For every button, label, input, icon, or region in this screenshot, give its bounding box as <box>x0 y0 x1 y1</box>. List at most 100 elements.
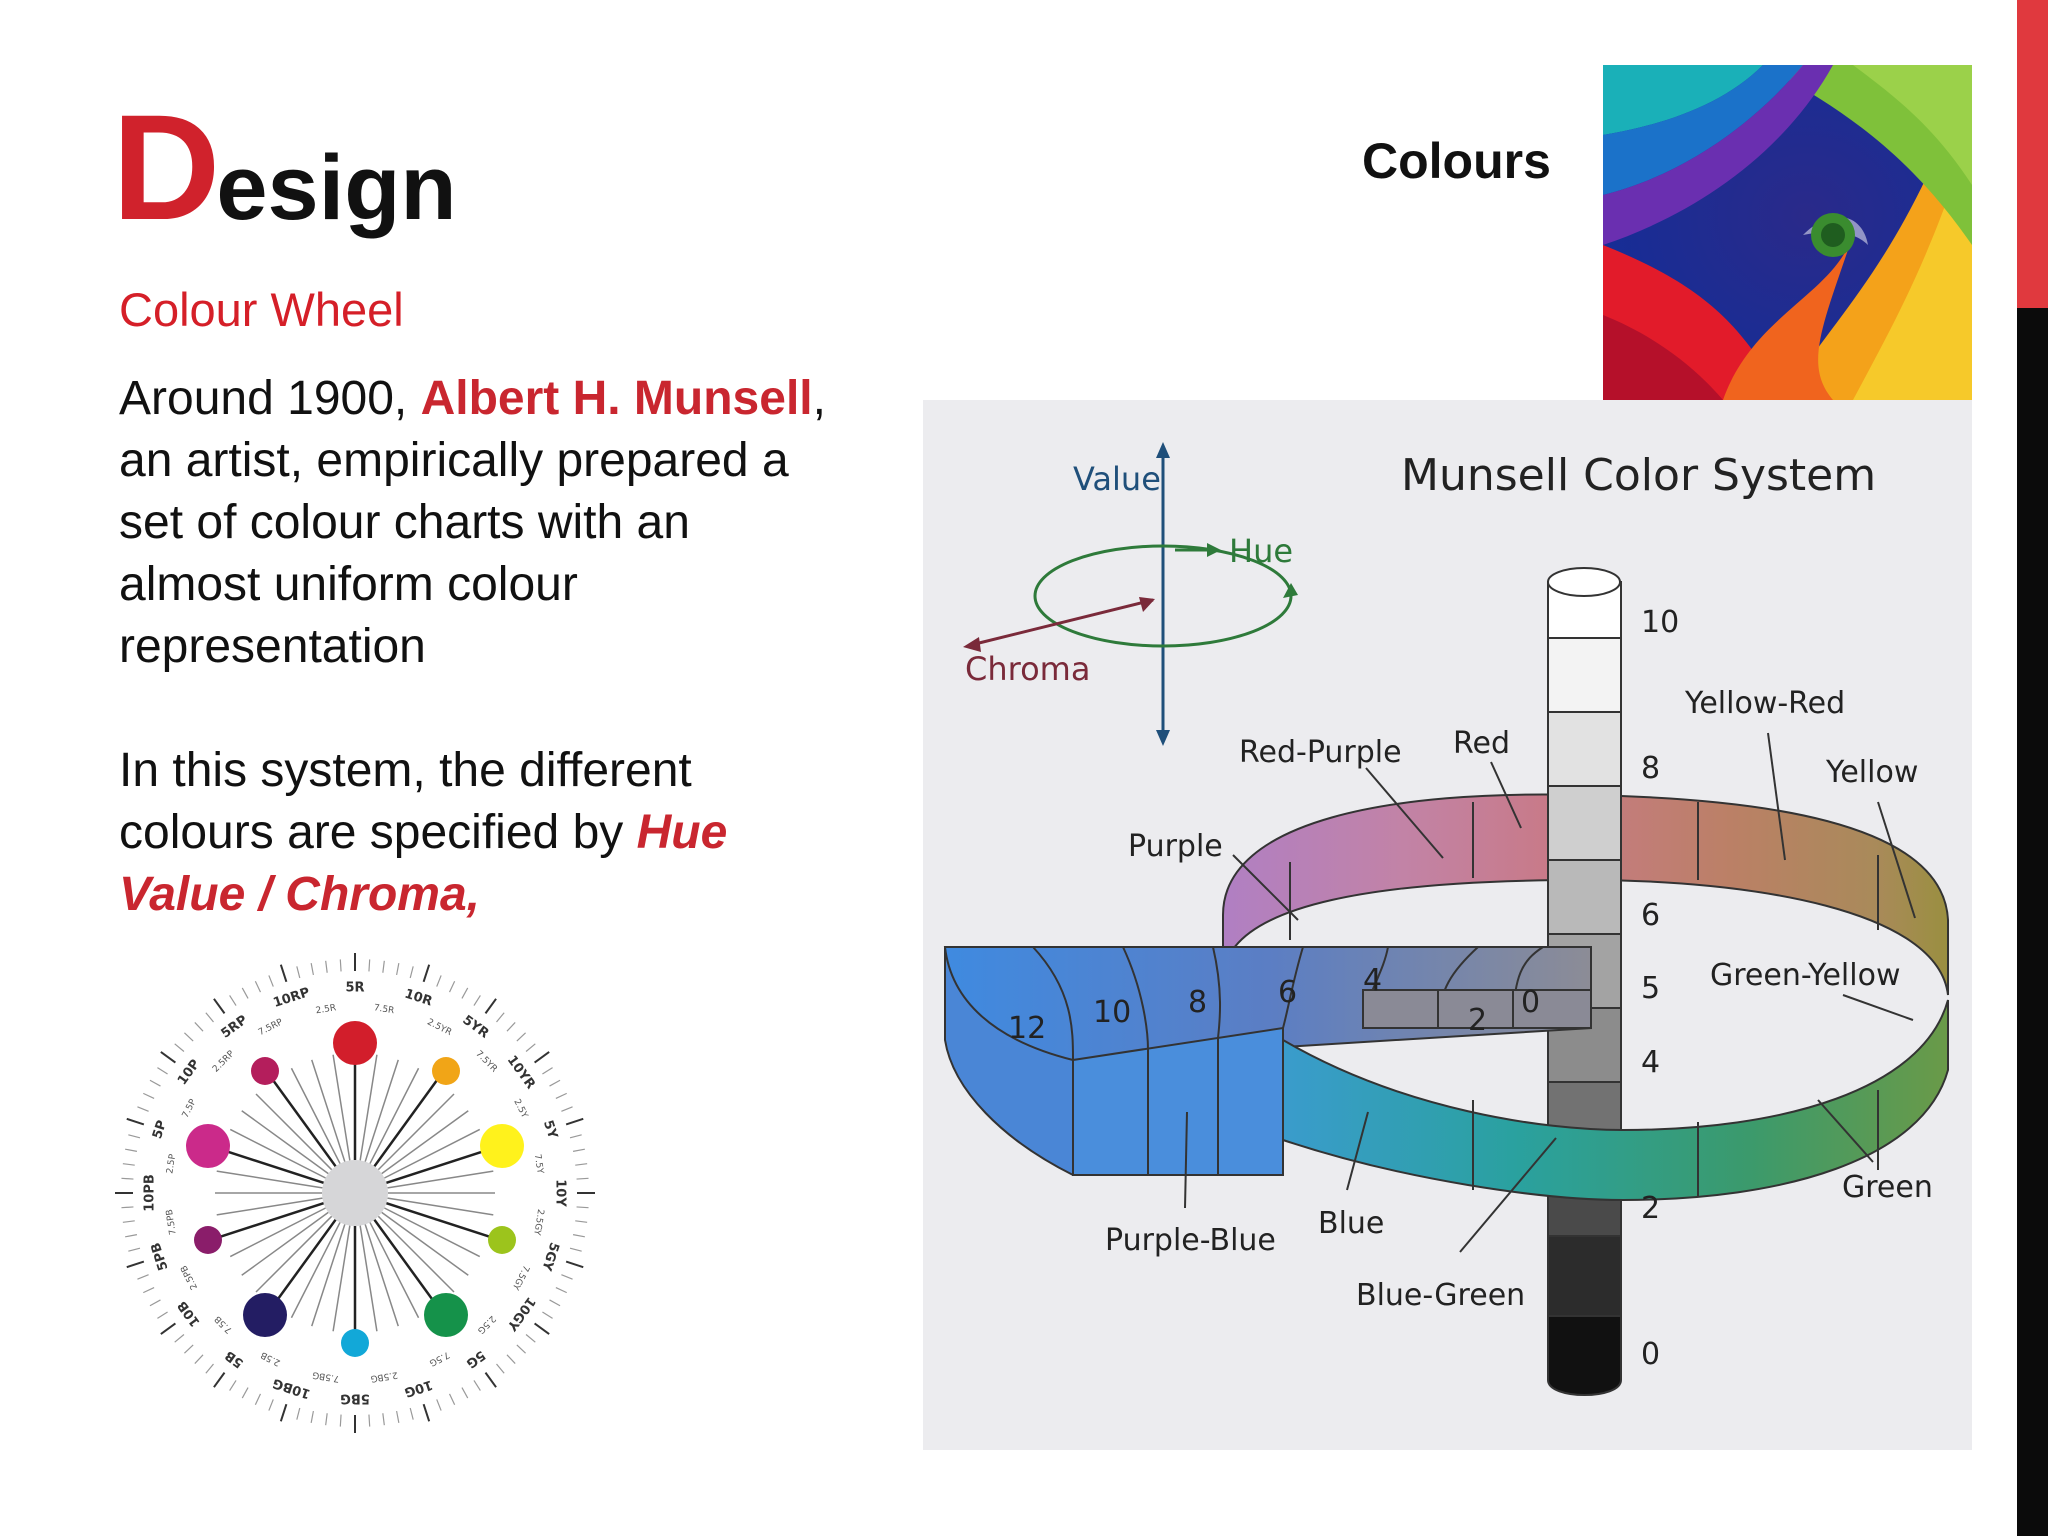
value-tick: 8 <box>1641 751 1660 786</box>
wheel-tick <box>572 1148 585 1152</box>
wheel-center-disc <box>322 1160 388 1226</box>
wheel-tick <box>525 1043 536 1052</box>
wheel-tick <box>254 981 262 993</box>
hue-dot-blue-green <box>341 1329 369 1357</box>
wheel-tick <box>143 1286 155 1294</box>
wheel-tick <box>184 1344 194 1354</box>
wheel-tick <box>473 995 481 1006</box>
wheel-tick <box>473 1380 481 1391</box>
wheel-hue-label: 5P <box>150 1118 170 1140</box>
wheel-ray <box>216 1197 323 1216</box>
hue-dot-green <box>424 1293 468 1337</box>
hue-dot-yellow-red <box>432 1057 460 1085</box>
hue-label-yellow-red: Yellow-Red <box>1684 686 1845 721</box>
wheel-ray <box>290 1067 341 1164</box>
wheel-tick <box>339 1414 342 1427</box>
wheel-hue-sublabel: 7.5PB <box>165 1208 179 1235</box>
wheel-ray <box>265 1070 337 1168</box>
wheel-tick <box>125 1148 138 1152</box>
wheel-hue-sublabel: 2.5P <box>165 1153 178 1175</box>
hue-label-red-purple: Red-Purple <box>1239 735 1402 770</box>
wheel-tick <box>121 1206 134 1209</box>
wheel-tick <box>122 1163 135 1166</box>
paragraph-2: In this system, the different colours ar… <box>119 744 728 921</box>
wheel-tick <box>396 1410 400 1423</box>
wheel-tick <box>126 1117 145 1126</box>
wheel-ray <box>332 1225 351 1332</box>
munsell-color-system-diagram: Munsell Color System Value Hue Chroma <box>923 400 1972 1450</box>
wheel-hue-sublabel: 2.5GY <box>531 1208 545 1236</box>
wheel-ray <box>359 1225 378 1332</box>
wheel-hue-sublabel: 2.5PB <box>179 1263 200 1291</box>
hue-dot-purple <box>186 1124 230 1168</box>
wheel-hue-sublabel: 2.5R <box>315 1003 337 1016</box>
wheel-hue-label: 10PB <box>143 1174 158 1212</box>
wheel-ray <box>369 1067 420 1164</box>
chroma-tick: 10 <box>1093 995 1131 1030</box>
wheel-tick <box>448 981 456 993</box>
wheel-tick <box>534 1051 550 1064</box>
wheel-ray <box>290 1222 341 1319</box>
hue-label-green: Green <box>1842 1170 1933 1205</box>
wheel-hue-sublabel: 2.5B <box>259 1349 282 1367</box>
highlight-munsell: Albert H. Munsell <box>420 372 813 425</box>
wheel-hue-sublabel: 7.5R <box>373 1003 395 1016</box>
wheel-tick <box>516 1344 526 1354</box>
wheel-tick <box>160 1322 176 1335</box>
wheel-tick <box>296 966 301 979</box>
wheel-tick <box>241 987 249 999</box>
wheel-tick <box>484 998 497 1014</box>
wheel-hue-sublabel: 7.5B <box>213 1313 235 1335</box>
wheel-hue-label: 10YR <box>504 1053 538 1092</box>
wheel-tick <box>296 1407 301 1420</box>
chroma-tick: 4 <box>1363 963 1382 998</box>
chroma-tick: 2 <box>1468 1003 1487 1038</box>
wheel-tick <box>436 1399 442 1411</box>
hue-dot-red-purple <box>251 1057 279 1085</box>
wheel-tick <box>382 1413 385 1426</box>
wheel-ray <box>216 1170 323 1189</box>
axis-label-value: Value <box>1073 460 1161 498</box>
wheel-tick <box>565 1117 584 1126</box>
wheel-ray <box>364 1059 399 1162</box>
wheel-tick <box>205 1012 214 1023</box>
wheel-ray <box>381 1110 469 1175</box>
wheel-tick <box>422 964 431 983</box>
wheel-hue-sublabel: 2.5YR <box>425 1017 453 1038</box>
side-accent-bar-red <box>2017 0 2048 308</box>
wheel-rays <box>211 1043 499 1343</box>
wheel-hue-sublabel: 7.5RP <box>257 1017 285 1038</box>
hue-dot-red <box>333 1021 377 1065</box>
wheel-ray <box>384 1207 481 1258</box>
wheel-tick <box>409 1407 414 1420</box>
wheel-hue-sublabel: 7.5P <box>181 1097 199 1120</box>
wheel-tick <box>516 1032 526 1042</box>
hue-dot-green-yellow <box>488 1226 516 1254</box>
wheel-tick <box>396 963 400 976</box>
chroma-tick: 6 <box>1278 975 1297 1010</box>
wheel-hue-sublabel: 2.5G <box>475 1313 497 1335</box>
wheel-tick <box>555 1092 567 1100</box>
wheel-tick <box>448 1393 456 1405</box>
wheel-tick <box>125 1234 138 1238</box>
value-tick: 4 <box>1641 1045 1660 1080</box>
wheel-tick <box>409 966 414 979</box>
wheel-tick <box>565 1260 584 1269</box>
hue-label-blue: Blue <box>1318 1206 1384 1241</box>
wheel-hue-label: 5B <box>222 1347 246 1370</box>
wheel-tick <box>561 1274 573 1280</box>
wheel-hue-label: 5PB <box>148 1240 171 1272</box>
wheel-ray <box>211 1145 325 1184</box>
wheel-tick <box>149 1079 161 1087</box>
wheel-ray <box>377 1093 455 1171</box>
wheel-tick <box>325 1413 328 1426</box>
wheel-hue-label: 10BG <box>271 1375 312 1401</box>
wheel-tick <box>569 1134 582 1139</box>
hue-dot-purple-blue <box>194 1226 222 1254</box>
wheel-tick <box>555 1286 567 1294</box>
wheel-hue-sublabel: 7.5GY <box>510 1263 531 1291</box>
highlight-hue-value-chroma: Hue Value / Chroma, <box>119 806 728 921</box>
wheel-tick <box>542 1067 553 1075</box>
wheel-ray <box>373 1070 445 1168</box>
